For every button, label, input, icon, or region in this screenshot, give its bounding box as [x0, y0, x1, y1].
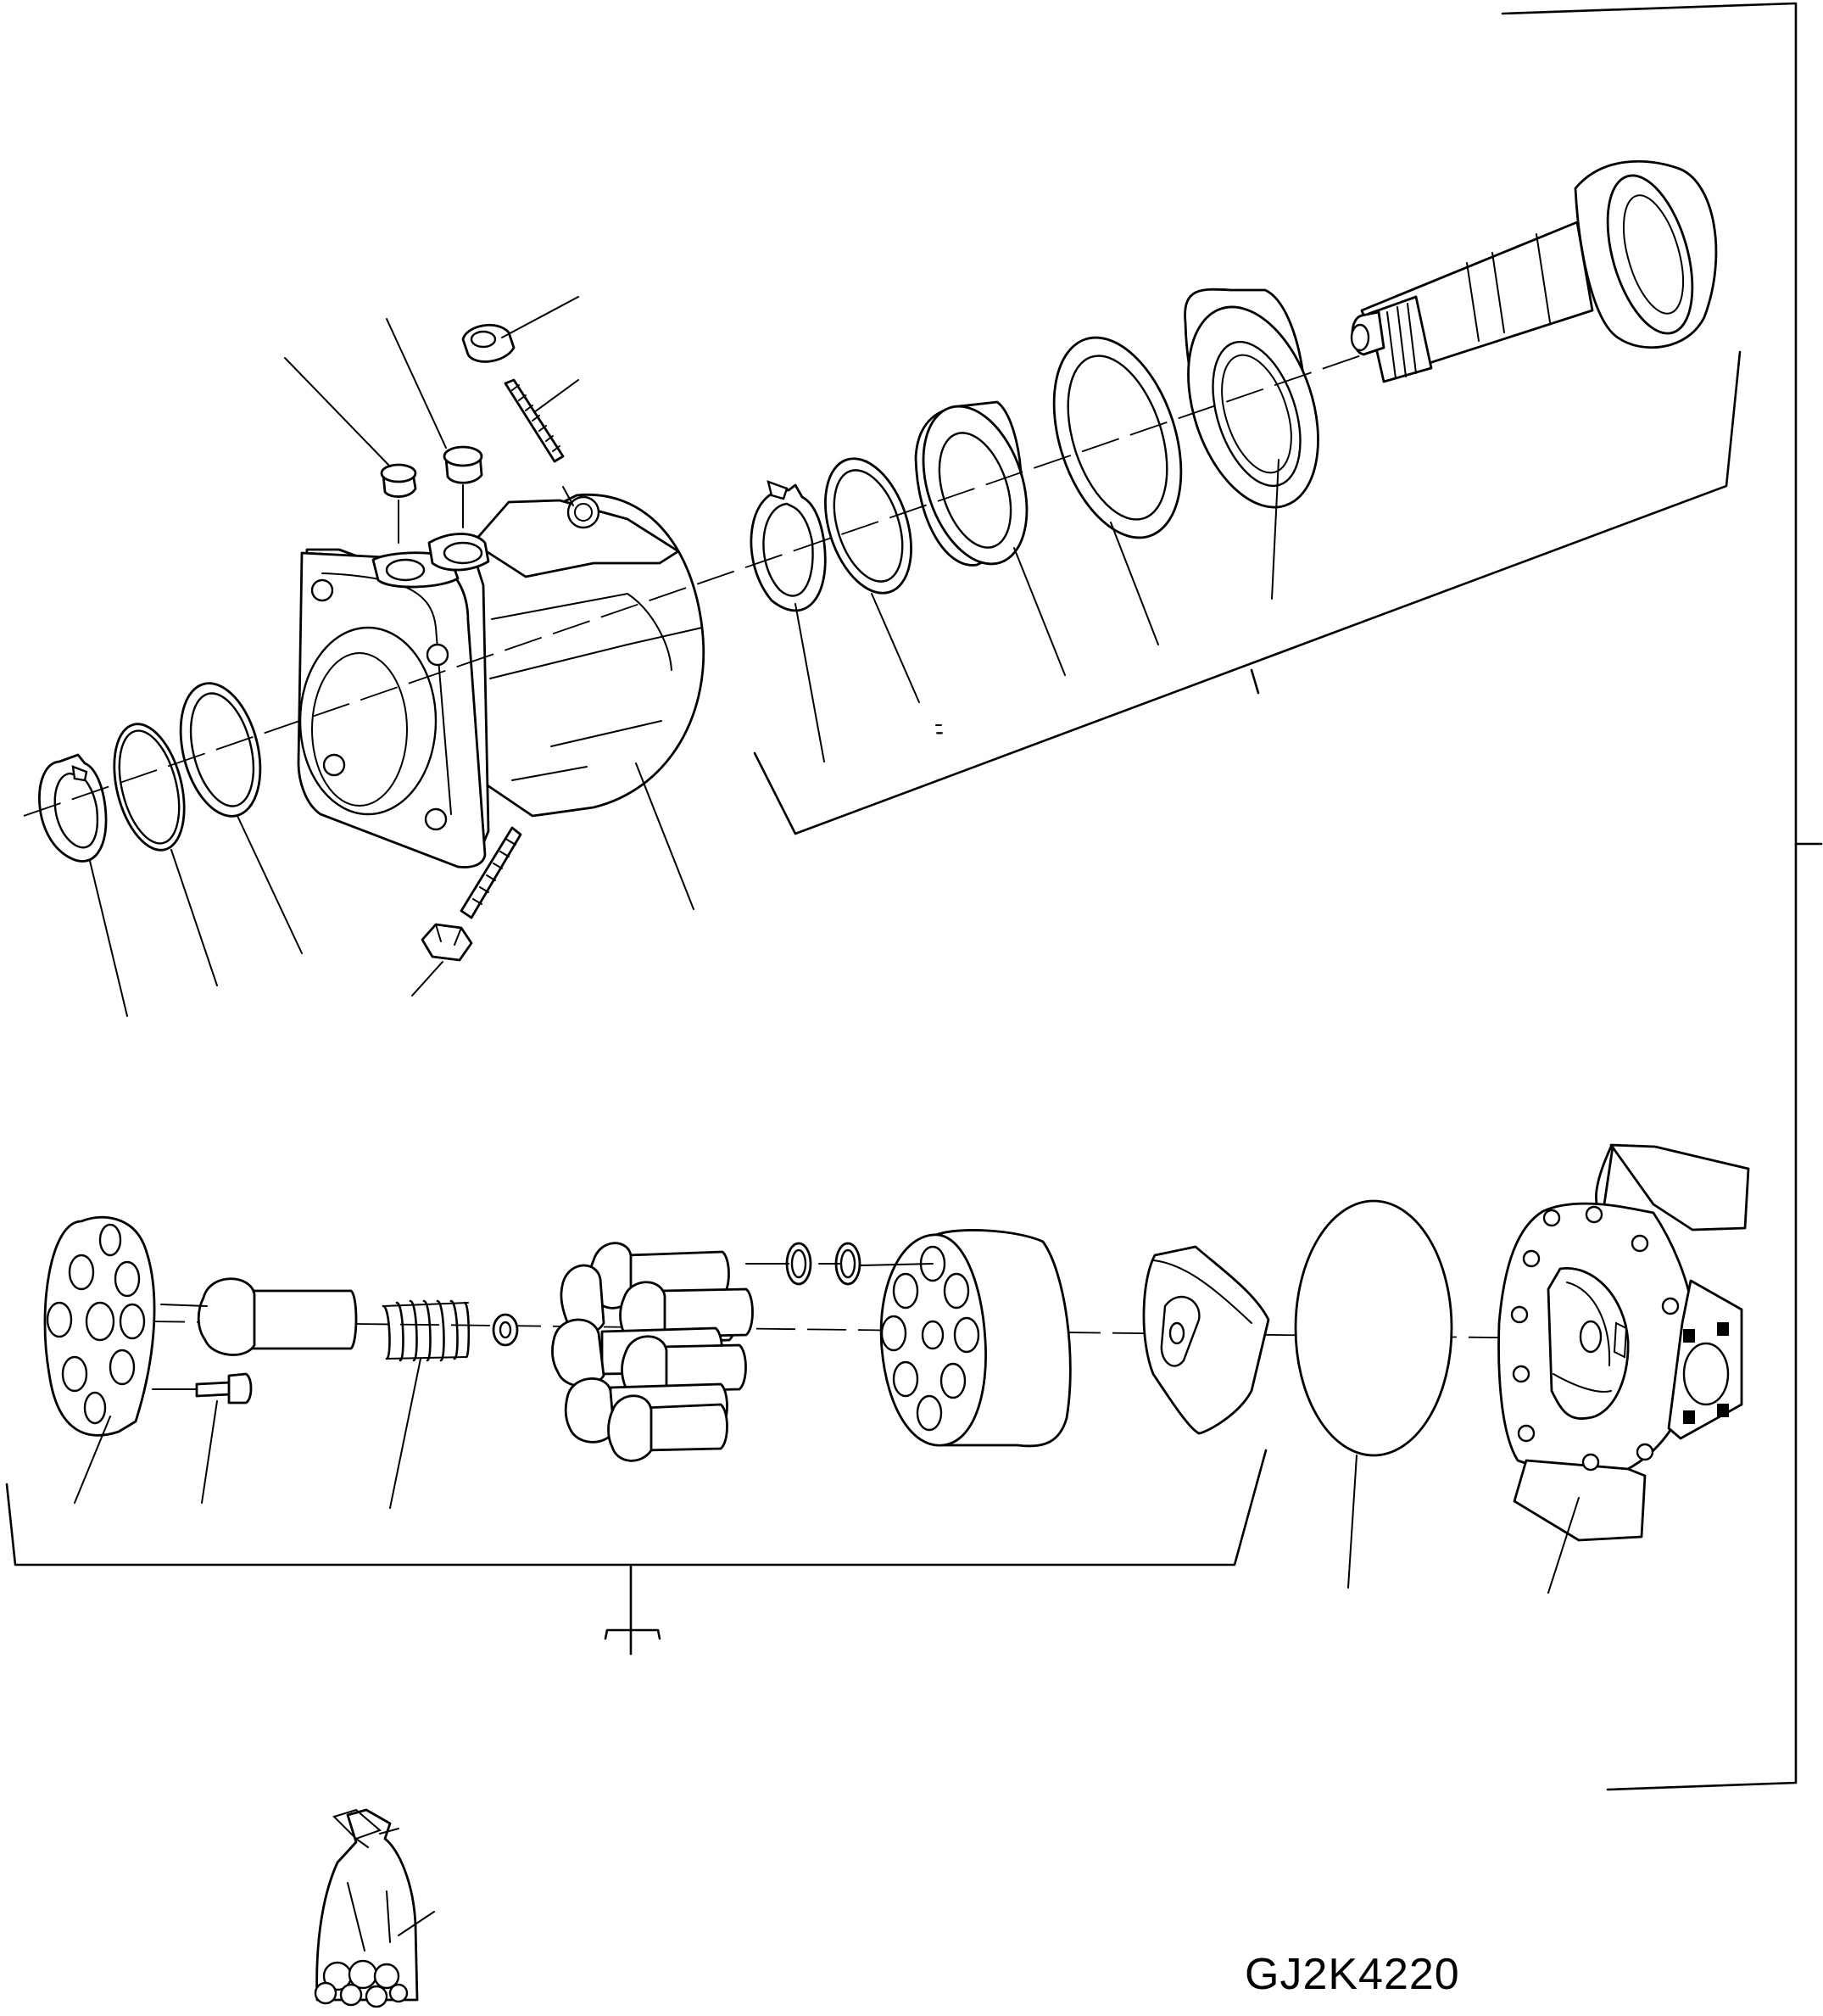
- shim-ring-large: [1031, 321, 1205, 554]
- bearing-small: [905, 393, 1045, 577]
- compression-spring: [383, 1301, 469, 1360]
- drawing-code: GJ2K4220: [1245, 1950, 1460, 1999]
- seal-ring-housing: [168, 675, 273, 825]
- snap-ring-shaft: [751, 482, 825, 611]
- set-screw-top: [505, 380, 563, 461]
- pistons: [552, 1243, 752, 1461]
- o-ring-large: [1296, 1201, 1452, 1455]
- center-pin: [198, 1279, 356, 1355]
- lock-nut-bottom: [422, 924, 471, 960]
- assembly-frame: [7, 3, 1821, 1790]
- lock-nut-top: [463, 325, 514, 361]
- plug-left: [382, 465, 415, 497]
- dash-mark: -: [935, 718, 944, 746]
- output-shaft: [1352, 161, 1716, 382]
- motor-housing: [298, 494, 704, 867]
- seal-kit-bag: [315, 1810, 417, 2007]
- socket-screw: [197, 1374, 251, 1403]
- snap-ring-housing: [39, 755, 106, 861]
- retaining-rings-small: [787, 1243, 860, 1284]
- valve-plate: [1144, 1247, 1268, 1433]
- taper-roller-bearing-large: [1165, 289, 1342, 524]
- cylinder-block: [881, 1230, 1070, 1446]
- plug-right: [444, 447, 482, 483]
- end-cover: [1499, 1145, 1748, 1540]
- leader-lines: [75, 297, 1579, 1935]
- set-screw-bottom: [461, 828, 521, 918]
- upper-axis-centerline: [24, 351, 1374, 816]
- o-ring-housing: [103, 717, 197, 857]
- washer-small: [493, 1315, 517, 1345]
- retainer-plate: [45, 1217, 154, 1435]
